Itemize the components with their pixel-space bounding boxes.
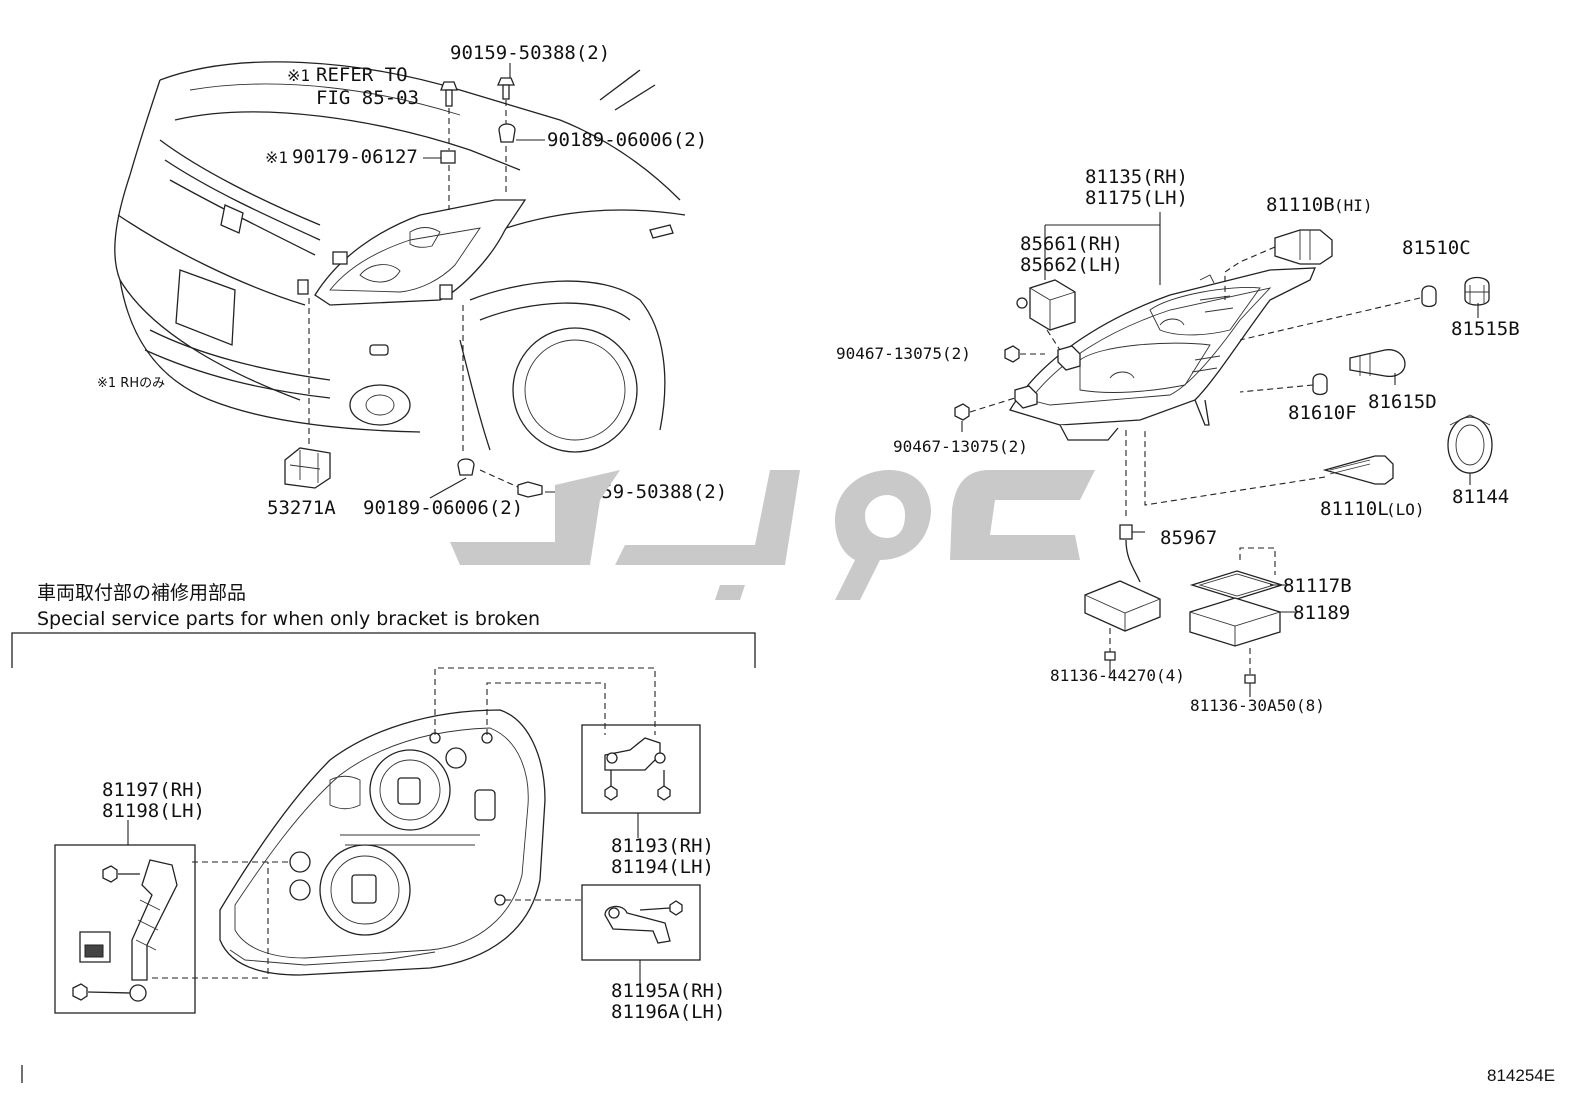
cover-81189-icon — [1189, 597, 1281, 647]
section-title-en: Special service parts for when only brac… — [37, 608, 540, 630]
bracket-81195a-icon — [604, 905, 671, 944]
rh-only-note: ※1 RHのみ — [97, 376, 165, 391]
part-81189: 81189 — [1293, 602, 1350, 624]
part-81198-lh: 81198(LH) — [102, 800, 205, 822]
nut-icon — [440, 150, 456, 164]
dash-link-81197-b — [152, 862, 269, 979]
part-81610f: 81610F — [1288, 402, 1357, 424]
headlamp-assembly — [1009, 267, 1316, 441]
headlamp-rear-view — [219, 709, 546, 976]
bracket-81193-icon — [604, 737, 661, 771]
bracket-81193-box — [581, 724, 701, 814]
part-81117b: 81117B — [1283, 575, 1352, 597]
part-85661-rh: 85661(RH) — [1020, 233, 1123, 255]
part-81196a-lh: 81196A(LH) — [611, 1001, 725, 1023]
ballast-icon — [1084, 580, 1161, 632]
clip-icon — [498, 123, 516, 143]
screw-90467-icon — [1004, 345, 1020, 363]
lo-beam-bulb-icon — [1322, 455, 1394, 485]
part-81110l: 81110L — [1320, 498, 1389, 520]
part-81136-44270: 81136-44270(4) — [1050, 666, 1185, 685]
part-81195a-rh: 81195A(RH) — [611, 980, 725, 1002]
diagram-code: 814254E — [1487, 1066, 1555, 1085]
part-90179-06127: 90179-06127 — [292, 146, 418, 168]
label-hi: (HI) — [1334, 196, 1373, 215]
wedge-bulb-icon — [1421, 285, 1437, 308]
part-85662-lh: 85662(LH) — [1020, 254, 1123, 276]
part-90189-06006-bottom: 90189-06006(2) — [363, 497, 523, 519]
dash-link-81193-a — [434, 667, 656, 735]
section-title-jp: 車両取付部の補修用部品 — [37, 582, 246, 604]
part-90159-50388-top: 90159-50388(2) — [450, 42, 610, 64]
watermark-logo — [450, 470, 1095, 600]
leveling-actuator-icon — [1029, 279, 1076, 331]
mark-90179: ※1 — [265, 148, 288, 167]
part-90467-13075-b: 90467-13075(2) — [893, 437, 1028, 456]
part-81175-lh: 81175(LH) — [1085, 187, 1188, 209]
part-81193-rh: 81193(RH) — [611, 835, 714, 857]
top-left-fasteners — [284, 63, 565, 499]
note-refer-mark: ※1 — [287, 66, 310, 85]
bolt-icon — [440, 81, 458, 91]
section-bracket — [11, 632, 756, 668]
part-81144: 81144 — [1452, 486, 1509, 508]
bracket-81197-box — [54, 844, 196, 1014]
label-lo: (LO) — [1386, 500, 1425, 519]
part-90467-13075-a: 90467-13075(2) — [836, 344, 971, 363]
part-81510c: 81510C — [1402, 237, 1471, 259]
hi-beam-bulb-icon — [1274, 229, 1333, 265]
bracket-81197-icon — [131, 859, 178, 981]
part-90189-06006-top: 90189-06006(2) — [547, 129, 707, 151]
car-front-illustration — [114, 61, 686, 453]
screw-icon — [102, 865, 118, 883]
note-fig-ref: FIG 85-03 — [316, 87, 419, 109]
part-81194-lh: 81194(LH) — [611, 856, 714, 878]
part-81615d: 81615D — [1368, 391, 1437, 413]
part-81135-rh: 81135(RH) — [1085, 166, 1188, 188]
socket-81515b-icon — [1464, 276, 1490, 306]
part-81197-rh: 81197(RH) — [102, 779, 205, 801]
part-81515b: 81515B — [1451, 318, 1520, 340]
part-81136-30a50: 81136-30A50(8) — [1190, 696, 1325, 715]
part-81110b: 81110B — [1266, 194, 1335, 216]
part-85967: 85967 — [1160, 527, 1217, 549]
gasket-81117b-icon — [1189, 570, 1285, 600]
bracket-81195a-box — [581, 884, 701, 961]
bracket-53271a-icon — [284, 447, 331, 489]
bulb-81615d-icon — [1349, 349, 1406, 378]
connector-85967-icon — [1119, 524, 1133, 540]
note-refer-to: REFER TO — [316, 64, 408, 86]
right-leaders — [954, 212, 1493, 697]
part-53271a: 53271A — [267, 497, 336, 519]
dash-link-81193-b — [486, 682, 606, 735]
